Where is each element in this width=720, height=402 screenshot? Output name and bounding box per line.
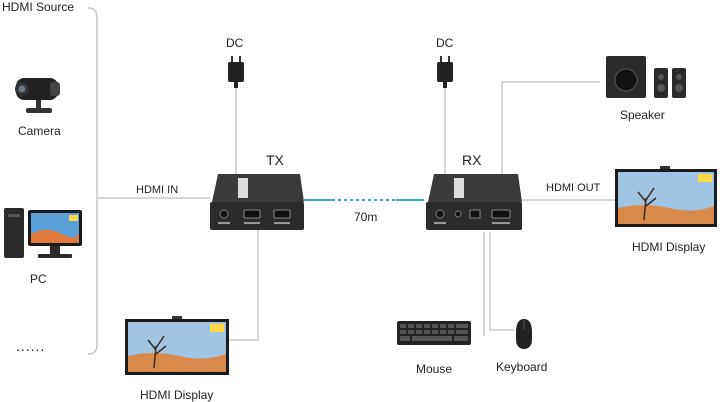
pc-icon — [4, 208, 82, 258]
tx-hdmi-display-icon — [125, 316, 229, 375]
hdmi-source-title: HDMI Source — [2, 0, 75, 14]
keyboard-label: Keyboard — [496, 360, 548, 374]
rx-extender-device — [426, 174, 522, 230]
cable-distance-label: 70m — [354, 210, 378, 224]
tx-display-label: HDMI Display — [140, 388, 214, 402]
more-sources-ellipsis: ...... — [16, 338, 46, 354]
rx-display-label: HDMI Display — [632, 240, 706, 254]
rx-power-adapter-icon — [437, 56, 453, 88]
mouse-icon — [516, 319, 532, 349]
pc-label: PC — [30, 272, 47, 286]
rx-hdmi-display-icon — [615, 166, 717, 227]
camera-label: Camera — [18, 124, 61, 138]
hdmi-out-label: HDMI OUT — [546, 182, 601, 194]
speaker-icon — [606, 56, 686, 98]
tx-extender-device — [210, 174, 304, 230]
tx-power-adapter-icon — [228, 56, 244, 88]
rx-dc-label: DC — [436, 36, 454, 50]
tx-label: TX — [266, 152, 284, 168]
tx-dc-label: DC — [226, 36, 244, 50]
speaker-label: Speaker — [620, 108, 665, 122]
mouse-label: Mouse — [416, 362, 453, 376]
hdmi-in-label: HDMI IN — [136, 184, 179, 196]
camera-icon — [15, 78, 60, 113]
keyboard-icon — [397, 321, 471, 345]
rx-label: RX — [462, 152, 482, 168]
